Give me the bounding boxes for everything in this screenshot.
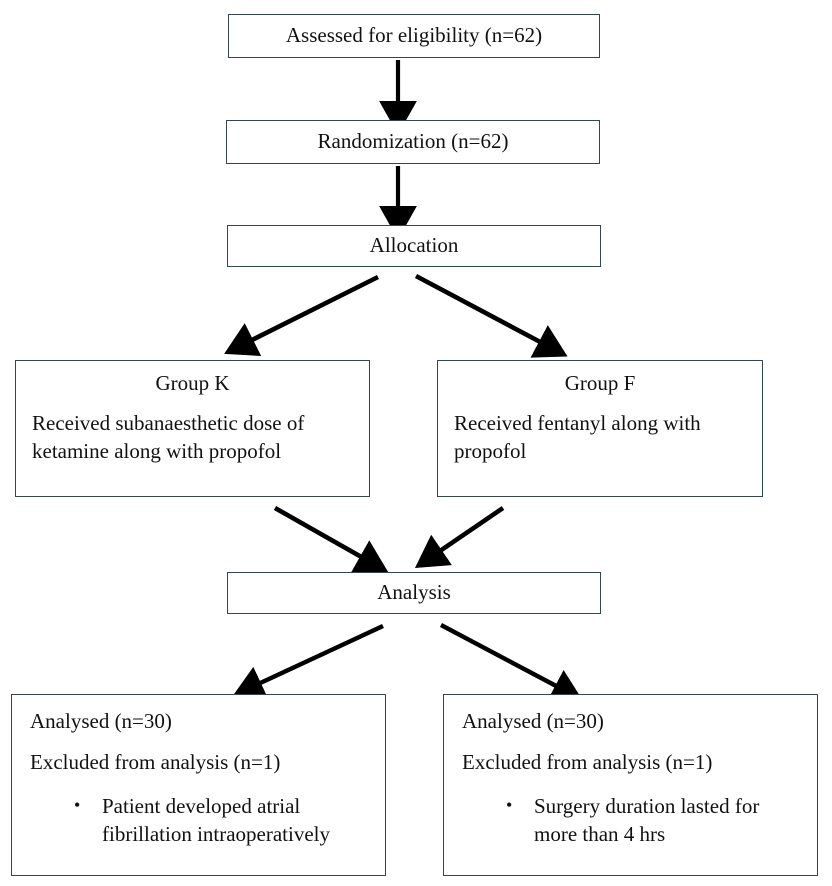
connector-analysis-to-analysed-k xyxy=(232,624,384,699)
bullet-icon: • xyxy=(506,795,513,816)
connector-group-k-to-analysis xyxy=(273,505,389,573)
node-analysed-group-f: Analysed (n=30) Excluded from analysis (… xyxy=(443,694,818,876)
analysed-f-excluded: Excluded from analysis (n=1) xyxy=(462,750,713,775)
node-assessed-for-eligibility: Assessed for eligibility (n=62) xyxy=(228,14,600,58)
node-group-f: Group F Received fentanyl along with pro… xyxy=(437,360,763,497)
bullet-icon: • xyxy=(74,795,81,816)
analysed-k-bullet-text: Patient developed atrial fibrillation in… xyxy=(102,794,331,847)
analysed-f-count: Analysed (n=30) xyxy=(462,709,604,733)
connector-analysis-to-analysed-f xyxy=(439,623,583,702)
connector-group-f-to-analysis xyxy=(414,506,505,569)
group-k-title: Group K xyxy=(155,371,230,395)
node-label: Allocation xyxy=(369,233,459,258)
node-analysis: Analysis xyxy=(227,572,601,614)
node-label: Analysis xyxy=(377,580,451,605)
group-k-body: Received subanaesthetic dose of ketamine… xyxy=(32,411,305,463)
analysed-k-bullet-item: • Patient developed atrial fibrillation … xyxy=(22,793,375,848)
node-randomization: Randomization (n=62) xyxy=(226,120,600,164)
node-group-k: Group K Received subanaesthetic dose of … xyxy=(15,360,370,497)
connector-allocation-to-group-k xyxy=(224,274,380,356)
group-f-body: Received fentanyl along with propofol xyxy=(454,411,701,463)
connector-allocation-to-group-f xyxy=(414,273,568,358)
node-label: Assessed for eligibility (n=62) xyxy=(285,23,543,48)
node-allocation: Allocation xyxy=(227,225,601,267)
analysed-k-count: Analysed (n=30) xyxy=(30,709,172,733)
node-analysed-group-k: Analysed (n=30) Excluded from analysis (… xyxy=(11,694,386,876)
node-label: Randomization (n=62) xyxy=(317,129,509,154)
analysed-f-bullet-item: • Surgery duration lasted for more than … xyxy=(454,793,807,848)
analysed-k-excluded: Excluded from analysis (n=1) xyxy=(30,750,281,775)
group-f-title: Group F xyxy=(564,371,636,395)
analysed-f-bullet-text: Surgery duration lasted for more than 4 … xyxy=(534,794,760,847)
